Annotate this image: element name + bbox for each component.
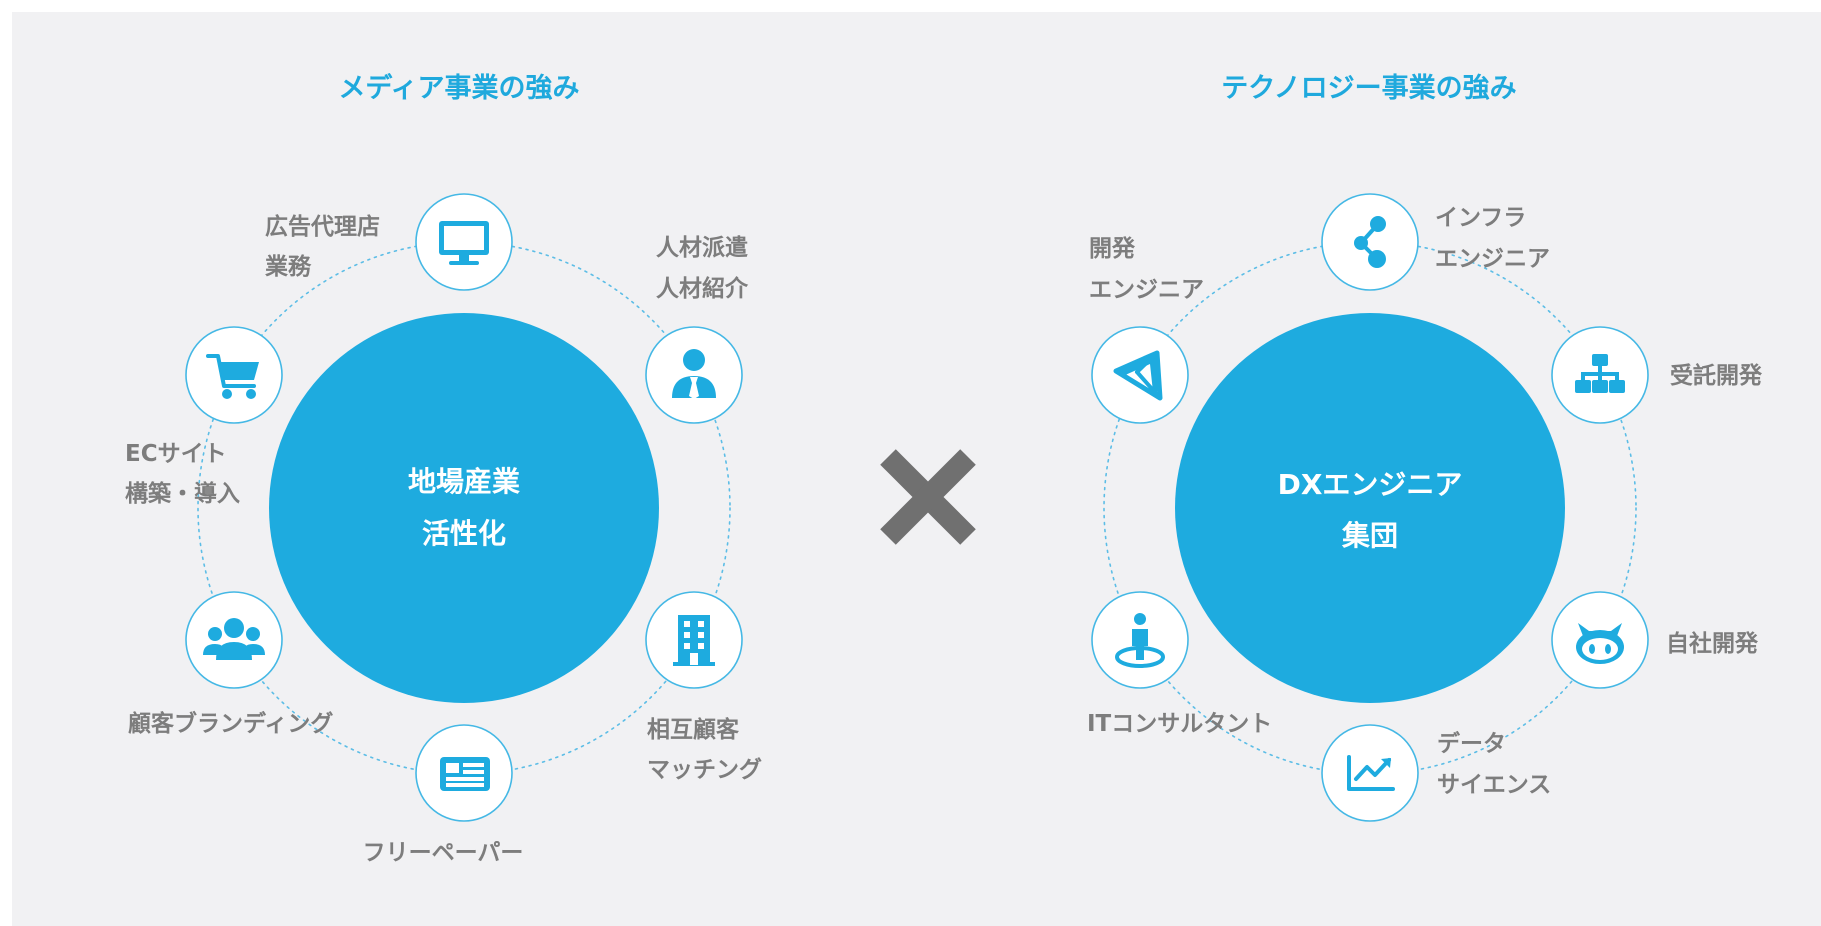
monitor-icon bbox=[439, 221, 489, 265]
technology-node-dev-engineer: 開発 エンジニア bbox=[1089, 236, 1204, 424]
technology-node-contract-dev: 受託開発 bbox=[1551, 326, 1763, 424]
node-label-line-1: ECサイト bbox=[125, 441, 227, 467]
technology-section-title: テクノロジー事業の強み bbox=[1221, 73, 1516, 104]
media-node-circle bbox=[185, 591, 283, 689]
media-node-free-paper: フリーペーパー bbox=[363, 724, 524, 866]
media-section-title: メディア事業の強み bbox=[338, 72, 579, 104]
node-label-line-1: 人材派遣 bbox=[656, 235, 748, 261]
media-node-circle bbox=[645, 326, 743, 424]
sitemap-icon bbox=[1575, 354, 1625, 393]
chart-line-icon bbox=[1347, 755, 1395, 791]
technology-strengths-section: テクノロジー事業の強み DXエンジニア 集団 インフラ エンジニア bbox=[1087, 73, 1763, 822]
node-label-line-1: 顧客ブランディング bbox=[128, 710, 333, 737]
multiply-cross-icon bbox=[880, 449, 976, 545]
technology-center-circle bbox=[1175, 313, 1565, 703]
node-label-line-2: 人材紹介 bbox=[656, 275, 749, 302]
person-pin-icon bbox=[1115, 613, 1165, 668]
technology-node-circle bbox=[1321, 193, 1419, 291]
businessman-icon bbox=[672, 349, 716, 399]
node-label-line-1: データ bbox=[1437, 730, 1506, 757]
node-label-line-1: 自社開発 bbox=[1666, 630, 1759, 657]
media-strengths-section: メディア事業の強み 地場産業 活性化 広告代理店 業務 人材 bbox=[125, 72, 762, 866]
node-label-line-2: 業務 bbox=[264, 253, 312, 280]
node-label-line-2: 構築・導入 bbox=[125, 480, 240, 507]
node-label-line-2: エンジニア bbox=[1435, 246, 1550, 272]
node-label-line-1: 相互顧客 bbox=[647, 716, 740, 743]
technology-center-line-1: DXエンジニア bbox=[1278, 468, 1463, 501]
node-label-line-1: 広告代理店 bbox=[265, 213, 380, 240]
node-label-line-2: エンジニア bbox=[1089, 277, 1204, 303]
technology-node-infra: インフラ エンジニア bbox=[1321, 193, 1550, 291]
newspaper-icon bbox=[440, 757, 490, 791]
node-label-line-1: 受託開発 bbox=[1670, 362, 1763, 389]
technology-node-data-science: データ サイエンス bbox=[1321, 724, 1551, 822]
media-center-circle bbox=[269, 313, 659, 703]
github-octocat-icon bbox=[1576, 623, 1624, 664]
media-node-ec-site: ECサイト 構築・導入 bbox=[125, 326, 283, 507]
node-label-line-2: サイエンス bbox=[1437, 772, 1551, 798]
media-node-staffing: 人材派遣 人材紹介 bbox=[645, 235, 749, 424]
technology-center-line-2: 集団 bbox=[1341, 519, 1398, 552]
node-label-line-1: 開発 bbox=[1089, 236, 1136, 262]
technology-node-in-house-dev: 自社開発 bbox=[1551, 591, 1759, 689]
media-center-line-1: 地場産業 bbox=[408, 465, 520, 498]
shopping-cart-icon bbox=[206, 354, 259, 399]
node-label-line-2: マッチング bbox=[647, 756, 762, 783]
node-label-line-1: インフラ bbox=[1435, 205, 1526, 231]
node-label-line-1: ITコンサルタント bbox=[1087, 711, 1272, 737]
technology-node-it-consultant: ITコンサルタント bbox=[1087, 591, 1272, 737]
media-node-branding: 顧客ブランディング bbox=[128, 591, 333, 737]
users-icon bbox=[203, 618, 265, 660]
building-icon bbox=[673, 615, 715, 666]
media-node-ad-agency: 広告代理店 業務 bbox=[264, 193, 513, 291]
share-nodes-icon bbox=[1354, 216, 1386, 268]
node-label-line-1: フリーペーパー bbox=[363, 840, 524, 866]
technology-node-circle bbox=[1321, 724, 1419, 822]
media-center-line-2: 活性化 bbox=[422, 517, 506, 550]
unity-logo-icon bbox=[1113, 350, 1163, 401]
media-node-matching: 相互顧客 マッチング bbox=[645, 591, 762, 783]
